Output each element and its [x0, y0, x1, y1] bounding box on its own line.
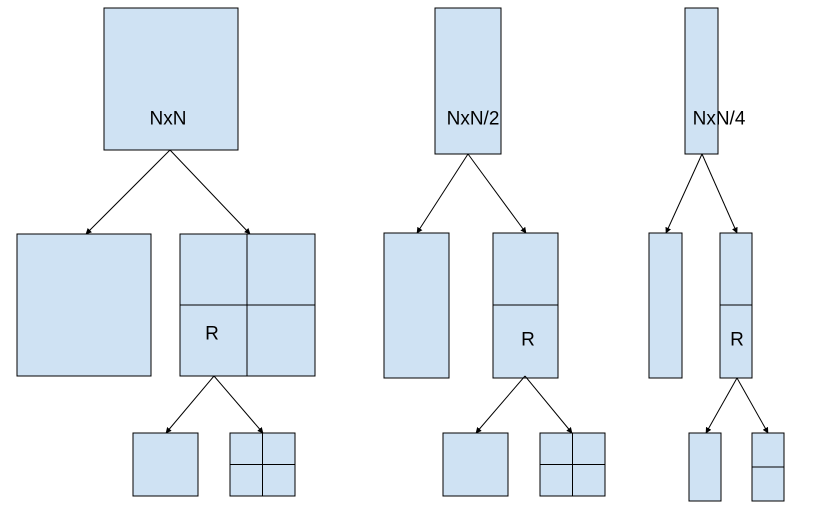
sub-leaf-block: [688, 432, 722, 502]
leaf-block: [16, 233, 152, 377]
tree-square: NxN R: [16, 7, 316, 497]
tree-half: NxN/2 R: [383, 7, 606, 497]
arrow-to-sub-leaf: [475, 375, 526, 434]
root-block-half: [434, 7, 502, 155]
sub-half-split-block: [751, 432, 785, 502]
arrow-to-leaf: [416, 153, 469, 234]
root-block-square: [103, 7, 239, 151]
label-recursion: R: [205, 324, 219, 345]
arrow-to-split: [169, 149, 251, 235]
arrow-to-split: [467, 153, 527, 234]
label-quarter: NxN/4: [693, 109, 746, 130]
arrow-to-sub-leaf: [165, 375, 215, 434]
sub-quad-split-block: [229, 432, 296, 497]
sub-leaf-block: [442, 432, 509, 497]
arrow-to-sub-split: [213, 375, 264, 434]
tree-quarter: NxN/4 R: [648, 7, 785, 502]
arrow-to-leaf: [665, 153, 703, 234]
leaf-block: [648, 232, 683, 379]
label-recursion: R: [521, 330, 535, 351]
label-recursion: R: [730, 330, 744, 351]
leaf-block: [383, 232, 450, 379]
root-block-quarter: [684, 7, 719, 155]
arrow-to-sub-split: [524, 375, 573, 434]
sub-quad-split-block: [539, 432, 606, 497]
quad-split-block: [179, 233, 316, 377]
sub-leaf-block: [132, 432, 199, 497]
arrow-to-leaf: [85, 149, 171, 235]
arrow-to-split: [701, 153, 738, 234]
quarter-split-block: [719, 232, 753, 379]
label-square: NxN: [150, 109, 187, 130]
arrow-to-sub-leaf: [705, 377, 738, 434]
arrow-to-sub-split: [736, 377, 769, 434]
label-half: NxN/2: [447, 109, 500, 130]
half-split-block: [492, 232, 559, 379]
